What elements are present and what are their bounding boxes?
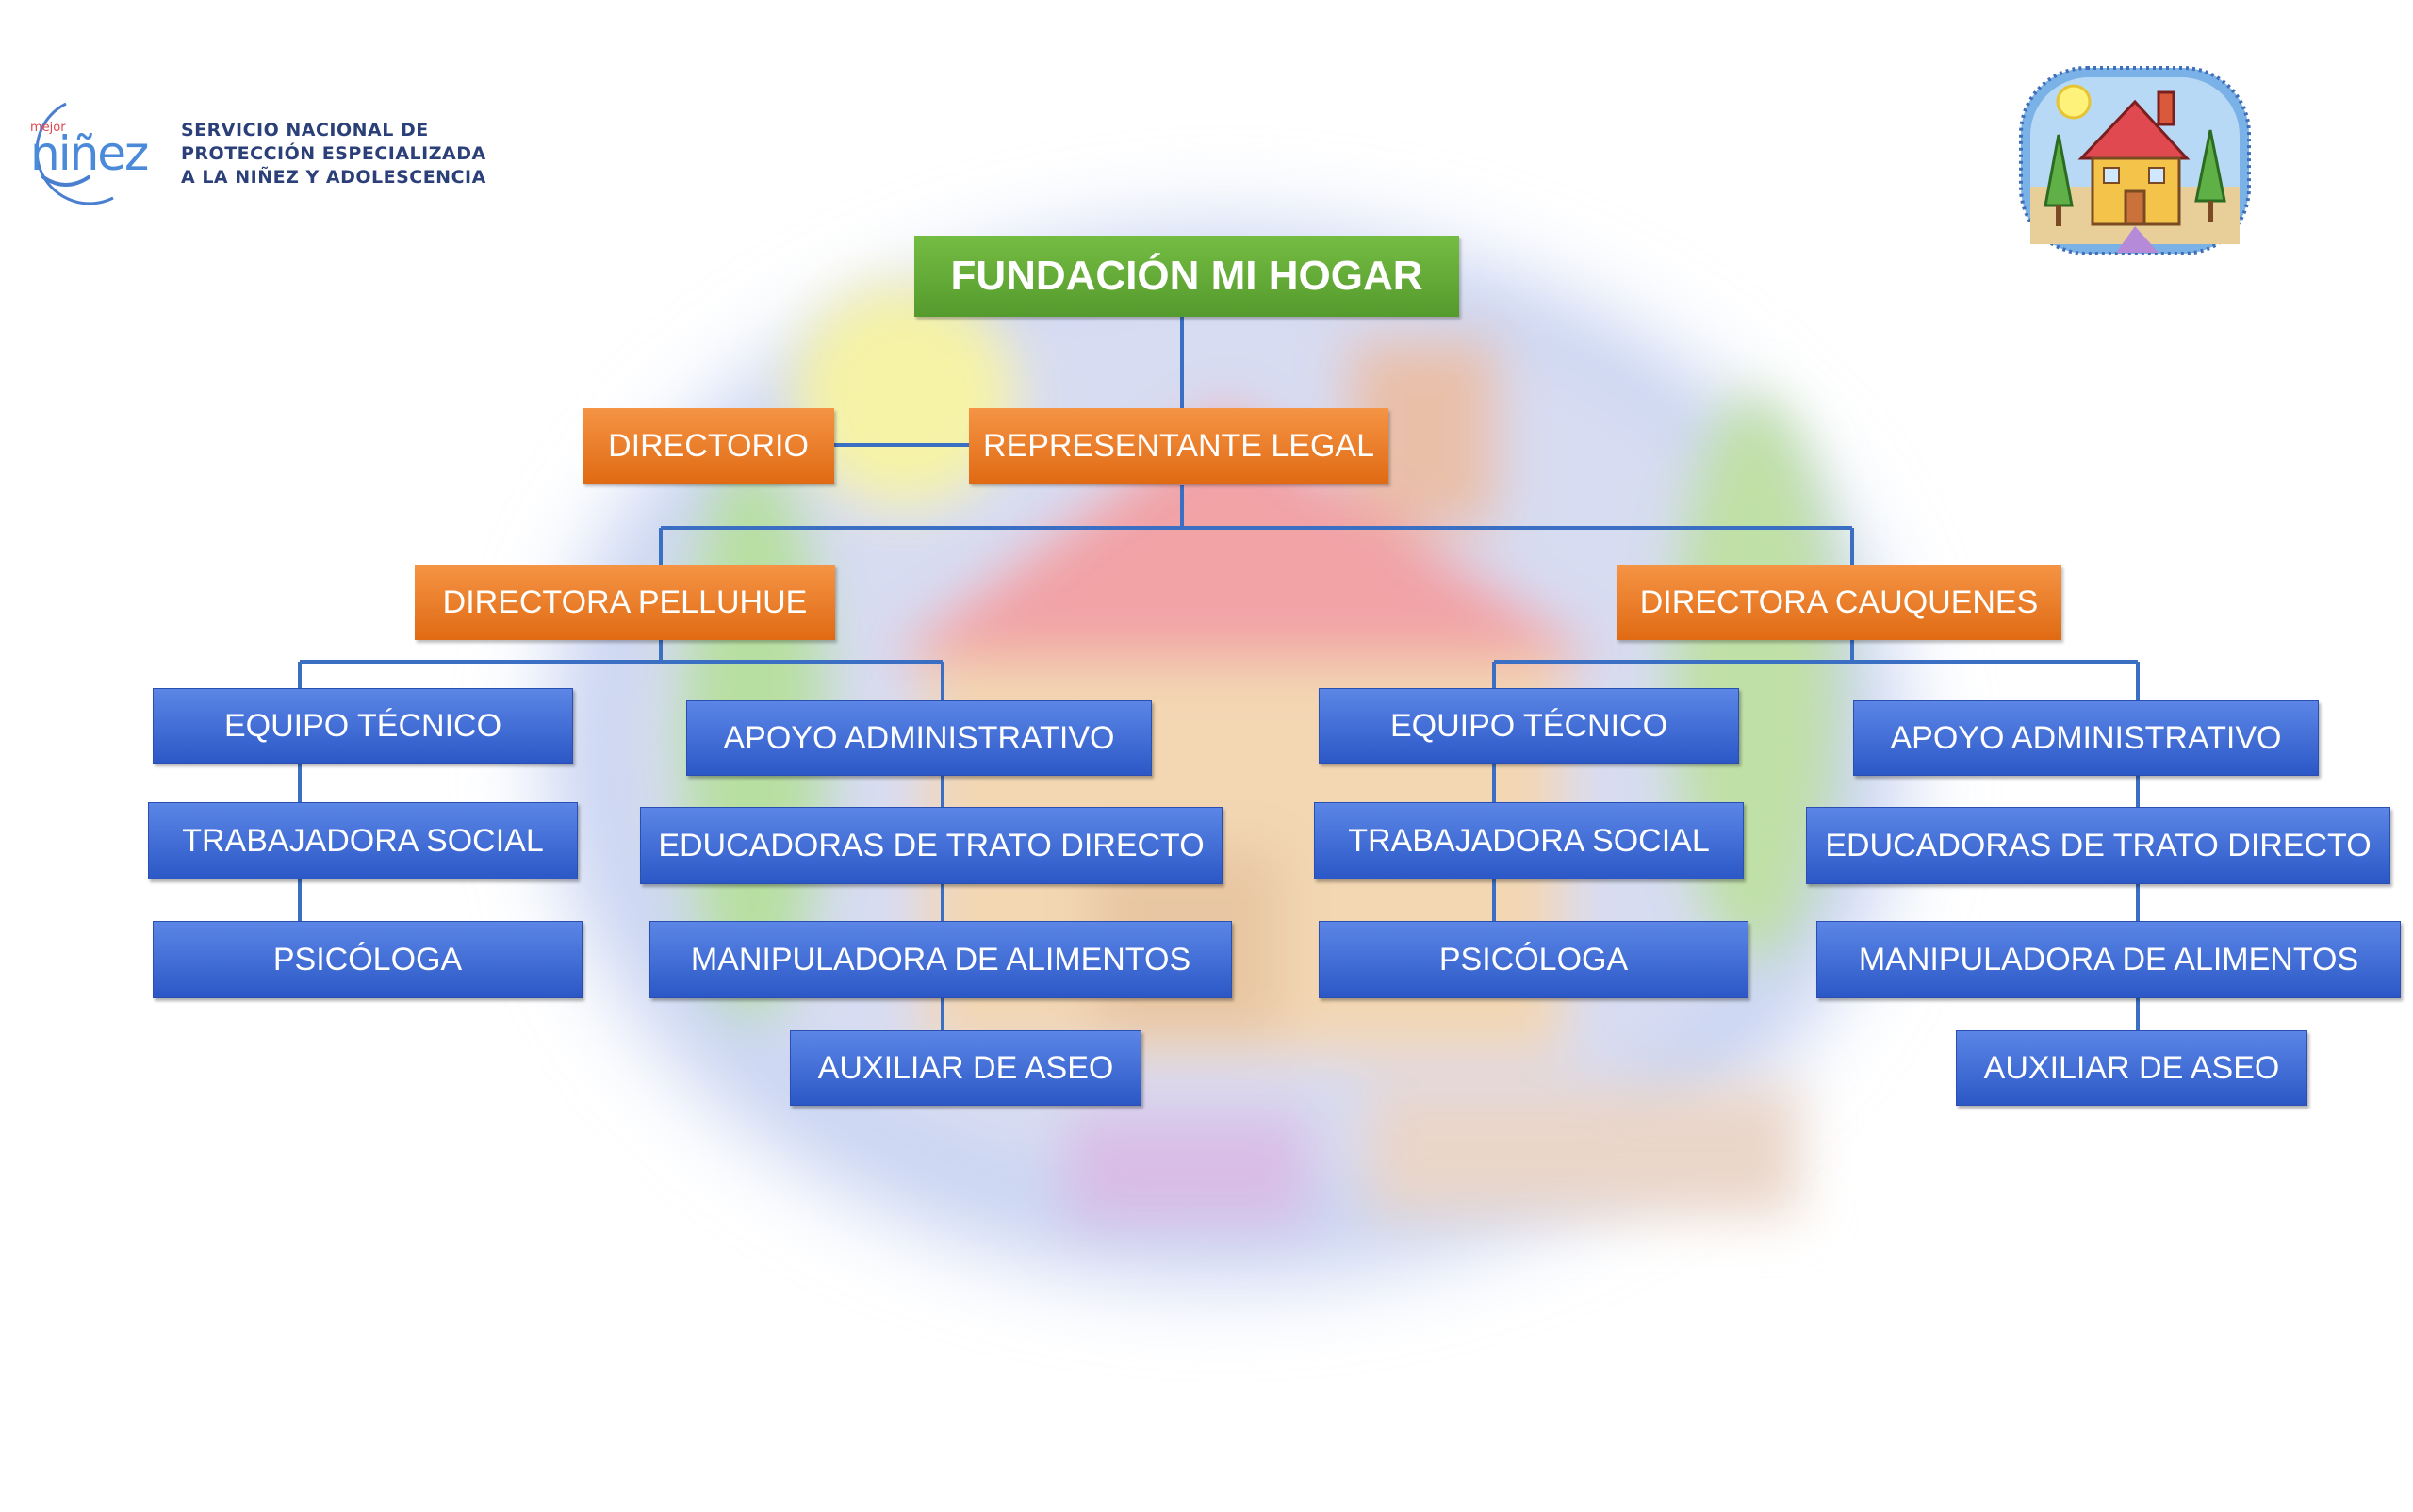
org-right-apoyo-administrativo-node: APOYO ADMINISTRATIVO	[1853, 700, 2319, 776]
logo-service-name: SERVICIO NACIONAL DE PROTECCIÓN ESPECIAL…	[181, 119, 486, 189]
org-right-educadoras-node: EDUCADORAS DE TRATO DIRECTO	[1806, 807, 2390, 884]
org-left-psicologa-node: PSICÓLOGA	[153, 921, 583, 998]
org-left-apoyo-administrativo-node: APOYO ADMINISTRATIVO	[686, 700, 1152, 776]
house-clipart-icon	[2019, 66, 2251, 255]
logo-line-1: SERVICIO NACIONAL DE	[181, 120, 429, 140]
org-left-auxiliar-aseo-node: AUXILIAR DE ASEO	[790, 1030, 1141, 1106]
org-left-manipuladora-node: MANIPULADORA DE ALIMENTOS	[649, 921, 1232, 998]
logo-smile-icon	[35, 102, 114, 205]
logo-ninez-text: niñez	[30, 126, 149, 181]
logo-line-2: PROTECCIÓN ESPECIALIZADA	[181, 143, 486, 164]
org-right-auxiliar-aseo-node: AUXILIAR DE ASEO	[1956, 1030, 2307, 1106]
org-left-equipo-tecnico-node: EQUIPO TÉCNICO	[153, 688, 573, 764]
org-right-psicologa-node: PSICÓLOGA	[1319, 921, 1748, 998]
org-directorio-node: DIRECTORIO	[583, 408, 834, 484]
logo-mejor-text: mejor	[30, 121, 66, 135]
org-right-equipo-tecnico-node: EQUIPO TÉCNICO	[1319, 688, 1739, 764]
org-root-node: FUNDACIÓN MI HOGAR	[914, 236, 1459, 317]
org-left-trabajadora-social-node: TRABAJADORA SOCIAL	[148, 802, 578, 879]
logo-line-3: A LA NIÑEZ Y ADOLESCENCIA	[181, 167, 486, 188]
org-directora-cauquenes-node: DIRECTORA CAUQUENES	[1617, 565, 2061, 640]
org-right-trabajadora-social-node: TRABAJADORA SOCIAL	[1314, 802, 1744, 879]
mejor-ninez-logo: mejor niñez SERVICIO NACIONAL DE PROTECC…	[9, 94, 500, 217]
org-representante-legal-node: REPRESENTANTE LEGAL	[969, 408, 1388, 484]
org-right-manipuladora-node: MANIPULADORA DE ALIMENTOS	[1816, 921, 2401, 998]
org-directora-pelluhue-node: DIRECTORA PELLUHUE	[415, 565, 835, 640]
org-left-educadoras-node: EDUCADORAS DE TRATO DIRECTO	[640, 807, 1223, 884]
